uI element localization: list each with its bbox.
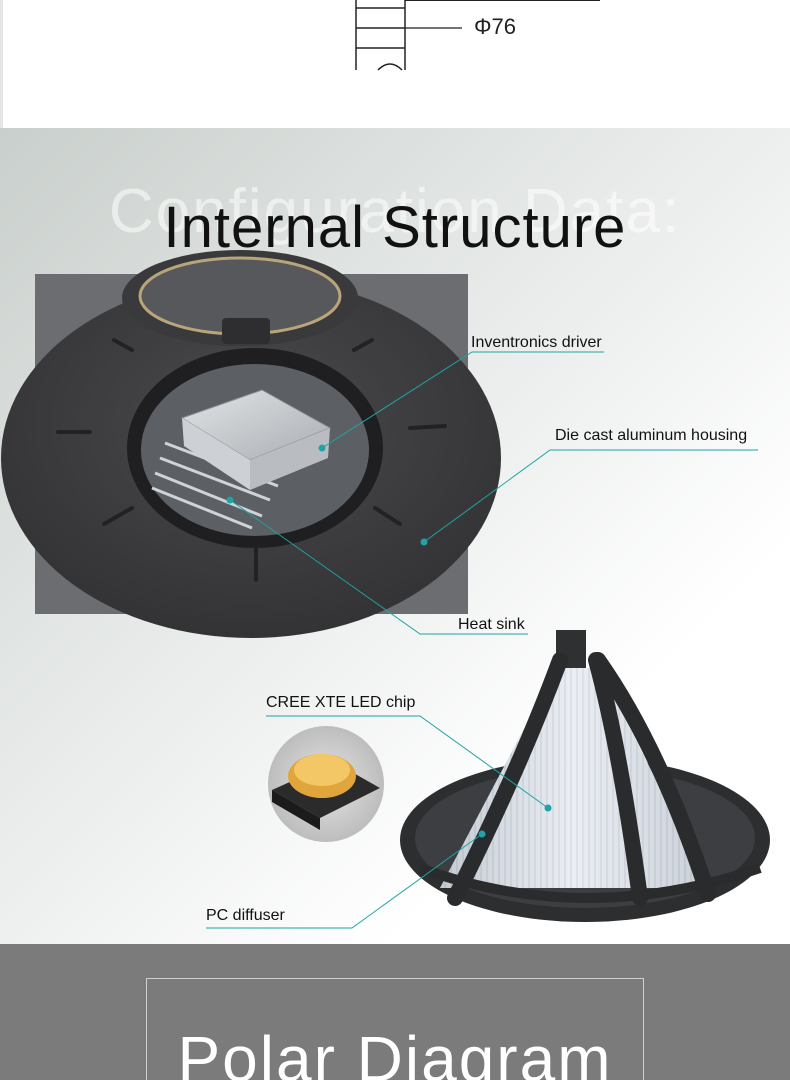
left-edge-line <box>0 0 3 128</box>
dimension-drawing-section: Φ76 <box>0 0 790 128</box>
polar-diagram-title: Polar Diagram <box>177 1023 613 1080</box>
polar-diagram-section: Polar Diagram <box>0 944 790 1080</box>
callout-heat-sink: Heat sink <box>458 616 525 633</box>
ghost-section-title: Configuration Data: <box>108 177 682 246</box>
callout-pc-diffuser: PC diffuser <box>206 907 285 924</box>
dimension-drawing <box>355 0 600 71</box>
polar-title-frame <box>146 978 644 1080</box>
diameter-label: Φ76 <box>474 14 517 39</box>
open-housing-photo <box>1 250 770 929</box>
section-title: Internal Structure <box>163 195 627 260</box>
internal-structure-section: Configuration Data: Internal Structure <box>0 128 790 944</box>
callout-cree-led-chip: CREE XTE LED chip <box>266 694 416 711</box>
callout-inventronics-driver: Inventronics driver <box>471 334 602 351</box>
callout-die-cast-housing: Die cast aluminum housing <box>555 427 748 444</box>
